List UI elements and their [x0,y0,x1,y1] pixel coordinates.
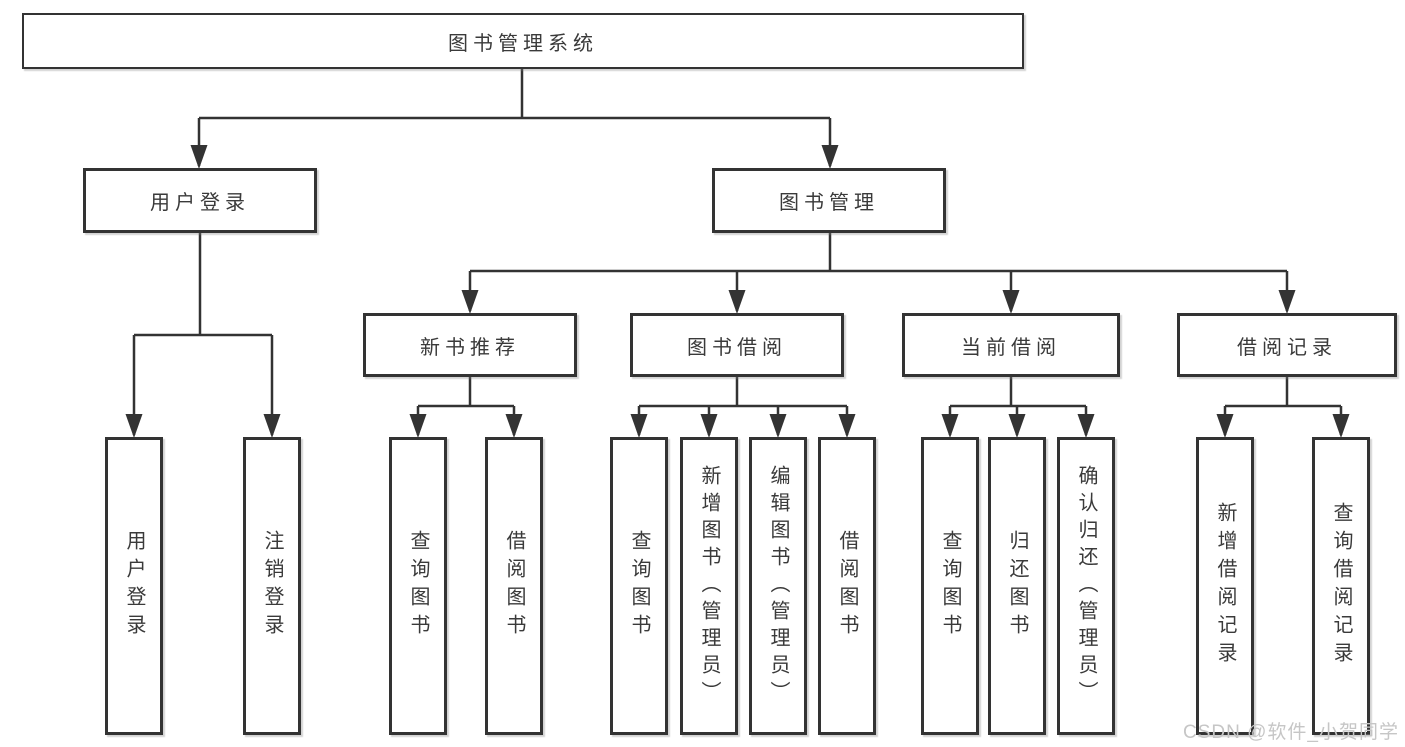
leaf-return-books: 归还图书 [988,437,1046,735]
node-label: 图书管理系统 [448,32,598,55]
leaf-query-borrow-record: 查询借阅记录 [1312,437,1370,735]
node-label: 查询图书 [628,530,650,642]
node-label: 借阅图书 [836,530,858,642]
leaf-user-login: 用户登录 [105,437,163,735]
node-borrowing-records: 借阅记录 [1177,313,1397,377]
node-label: 注销登录 [261,530,283,642]
csdn-watermark: CSDN @软件_小贺同学 [1183,722,1399,743]
leaf-edit-books-admin: 编辑图书（管理员） [749,437,807,735]
node-label: 查询图书 [939,530,961,642]
node-label: 当前借阅 [961,336,1061,359]
node-new-book-recommend: 新书推荐 [363,313,577,377]
leaf-query-books-current: 查询图书 [921,437,979,735]
node-label: 借阅记录 [1237,336,1337,359]
node-label: 借阅图书 [503,530,525,642]
node-book-management: 图书管理 [712,168,946,233]
leaf-logout: 注销登录 [243,437,301,735]
node-label: 查询借阅记录 [1330,502,1352,670]
leaf-query-books-recommend: 查询图书 [389,437,447,735]
node-label: 图书借阅 [687,336,787,359]
node-label: 图书管理 [779,192,879,214]
leaf-add-books-admin: 新增图书（管理员） [680,437,738,735]
node-label: 新增借阅记录 [1214,502,1236,670]
leaf-add-borrow-record: 新增借阅记录 [1196,437,1254,735]
node-book-borrowing: 图书借阅 [630,313,844,377]
node-label: 用户登录 [150,192,250,214]
leaf-borrow-books-borrowing: 借阅图书 [818,437,876,735]
arrowhead-icons [125,145,1350,438]
node-label: 查询图书 [407,530,429,642]
leaf-borrow-books-recommend: 借阅图书 [485,437,543,735]
leaf-confirm-return-admin: 确认归还（管理员） [1057,437,1115,735]
node-label: 新书推荐 [420,336,520,359]
node-user-login: 用户登录 [83,168,317,233]
node-label: 确认归还（管理员） [1075,464,1097,708]
node-library-management-system: 图书管理系统 [22,13,1024,69]
node-label: 新增图书（管理员） [698,464,720,708]
node-label: 归还图书 [1006,530,1028,642]
leaf-query-books-borrowing: 查询图书 [610,437,668,735]
node-label: 用户登录 [123,530,145,642]
node-current-borrowing: 当前借阅 [902,313,1120,377]
node-label: 编辑图书（管理员） [767,464,789,708]
